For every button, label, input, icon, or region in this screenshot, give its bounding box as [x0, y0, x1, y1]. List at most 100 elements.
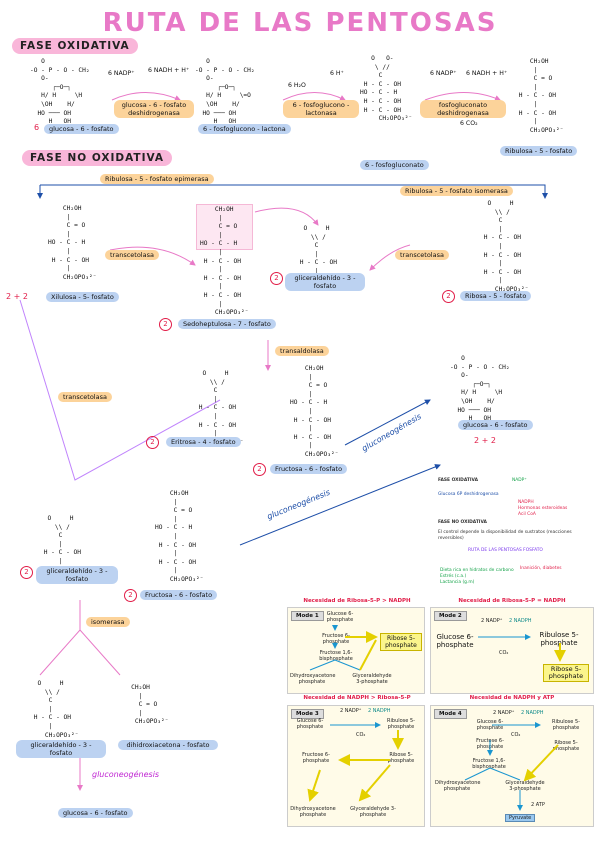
coef-circle-sedo: 2 [159, 318, 172, 331]
label-fructosa-2: Fructosa - 6 - fosfato [140, 590, 218, 600]
label-lactona: 6 - fosfoglucono - lactona [198, 124, 291, 134]
enzyme-transcetolasa-1: transcetolasa [105, 250, 159, 260]
legend-lactancia: Lactancia (g.m) [440, 580, 475, 585]
coef-circle-eritrosa: 2 [146, 436, 159, 449]
panel-title-3: Necesidad de NADPH > Ribosa-5-P [303, 695, 411, 701]
cofactor-h: 6 H⁺ [330, 70, 344, 77]
coef-2plus2-b: 2 + 2 [474, 436, 496, 445]
panel-title-2: Necesidad de Ribosa-5-P = NADPH [458, 598, 566, 604]
structure-dhap: CH₂OH | C = O | CH₂OPO₃²⁻ [131, 684, 169, 726]
m1-ribose: Ribose 5-phosphate [380, 633, 422, 651]
m3-ribose: Ribose 5-phosphate [387, 752, 415, 764]
structure-g6p-2: O -O - P - O - CH₂ O- ┌─O─┐ H/ H \H \OH … [450, 355, 510, 423]
label-gluconato: 6 - fosfogluconato [360, 160, 429, 170]
coef-circle-fructosa-2: 2 [124, 589, 137, 602]
phase-nonoxidative: FASE NO OXIDATIVA [22, 150, 173, 166]
mode-2-tag: Mode 2 [434, 611, 467, 621]
coef-circle-fructosa: 2 [253, 463, 266, 476]
label-gald-2: gliceraldehído - 3 - fosfato [36, 566, 118, 584]
m1-gap: Glyceraldehyde 3-phosphate [352, 673, 392, 685]
structure-fructosa: CH₂OH | C = O | HO - C - H | H - C - OH … [290, 365, 339, 458]
label-gald-3: gliceraldehído - 3 - fosfato [16, 740, 106, 758]
coef-2plus2: 2 + 2 [6, 292, 28, 301]
structure-eritrosa: O H \\ / C | H - C - OH | H - C - OH | C… [198, 370, 244, 446]
m3-co2: CO₂ [356, 732, 366, 738]
panel-mode-2: Mode 2 Glucose 6-phosphate 2 NADP⁺ 2 NAD… [430, 607, 594, 694]
m4-pyruvate: Pyruvate [505, 814, 536, 822]
mode-4-tag: Mode 4 [434, 709, 467, 719]
m3-glucose: Glucose 6-phosphate [296, 718, 324, 730]
m4-dhap: Dihydroxyacetone phosphate [435, 780, 481, 792]
m4-glucose: Glucose 6-phosphate [476, 719, 504, 731]
m2-glucose: Glucose 6-phosphate [436, 633, 474, 649]
label-gald: gliceraldehído - 3 - fosfato [285, 273, 365, 291]
m4-nadph: 2 NADPH [521, 710, 544, 716]
cofactor-co2: 6 CO₂ [460, 120, 478, 127]
legend-hormonas: Hormonas esteroideas [518, 506, 568, 511]
legend-nadp: NADP⁺ [512, 478, 527, 483]
label-g6p-2: glucosa - 6 - fosfato [458, 420, 533, 430]
cofactor-nadph-1: 6 NADH + H⁺ [148, 67, 190, 74]
m3-dhap: Dihydroxyacetone phosphate [290, 806, 336, 818]
cofactor-nadp-1: 6 NADP⁺ [108, 70, 135, 77]
label-g6p-3: glucosa - 6 - fosfato [58, 808, 133, 818]
enzyme-lactonasa: 6 - fosfoglucono - lactonasa [283, 100, 359, 118]
enzyme-transcetolasa-2: transcetolasa [395, 250, 449, 260]
m3-nadph: 2 NADPH [368, 708, 391, 714]
enzyme-isomerasa-2: isomerasa [86, 617, 130, 627]
m4-co2: CO₂ [511, 732, 521, 738]
structure-ribulosa: CH₂OH | C = O | H - C - OH | H - C - OH … [518, 58, 564, 134]
label-ribosa: Ribosa - 5 - fosfato [460, 291, 532, 301]
panel-mode-4: Mode 4 2 NADP⁺ 2 NADPH Glucose 6-phospha… [430, 705, 594, 827]
page-title: RUTA DE LAS PENTOSAS [102, 8, 498, 38]
m4-fbp: Fructose 1,6-bisphosphate [472, 758, 506, 770]
m4-nadp: 2 NADP⁺ [493, 710, 515, 716]
m3-nadp: 2 NADP⁺ [340, 708, 362, 714]
m3-gap: Glyceraldehyde 3-phosphate [350, 806, 396, 818]
structure-lactona: O -O - P - O - CH₂ O- ┌─O─┐ H/ H \=O \OH… [195, 58, 255, 126]
legend-dieta: Dieta rica en hidratos de carbono [440, 568, 514, 573]
structure-ribosa: O H \\ / C | H - C - OH | H - C - OH | H… [483, 200, 529, 293]
panel-title-4: Necesidad de NADPH y ATP [469, 695, 555, 701]
m2-nadp: 2 NADP⁺ [481, 618, 503, 624]
legend-inanicion: Inanición, diabetes [520, 566, 562, 571]
label-sedo: Sedoheptulosa - 7 - fosfato [178, 319, 276, 329]
m2-ribulose: Ribulose 5-phosphate [539, 631, 579, 647]
cofactor-nadph-2: 6 NADH + H⁺ [466, 70, 508, 77]
legend-estres: Estrés (c.a.) [440, 574, 467, 579]
structure-gald-3: O H \\ / C | H - C - OH | CH₂OPO₃²⁻ [33, 680, 79, 739]
m2-ribose: Ribose 5-phosphate [543, 664, 589, 682]
panel-title-1: Necesidad de Ribosa-5-P > NADPH [303, 598, 411, 604]
legend-ruta: RUTA DE LAS PENTOSAS FOSFATO [468, 548, 543, 553]
label-eritrosa: Eritrosa - 4 - fosfato [166, 437, 241, 447]
panel-mode-3: Mode 3 2 NADP⁺ 2 NADPH Glucose 6-phospha… [287, 705, 425, 827]
m3-fructose: Fructose 6-phosphate [302, 752, 330, 764]
m4-atp: 2 ATP [531, 802, 545, 808]
enzyme-g6pdh: glucosa - 6 - fosfato deshidrogenasa [114, 100, 194, 118]
mode-1-tag: Mode 1 [291, 611, 324, 621]
m1-dhap: Dihydroxyacetone phosphate [290, 673, 336, 685]
m4-ribulose: Ribulose 5-phosphate [552, 719, 580, 731]
enzyme-pgdh: fosfogluconato deshidrogenasa [420, 100, 506, 118]
coef-circle-gald: 2 [270, 272, 283, 285]
coef-circle-gald-2: 2 [20, 566, 33, 579]
panel-mode-1: Mode 1 Glucose 6-phosphate Fructose 6-ph… [287, 607, 425, 694]
m2-nadph: 2 NADPH [509, 618, 532, 624]
cofactor-h2o: 6 H₂O [288, 82, 306, 89]
label-glucosa-6-fosfato: glucosa - 6 - fosfato [44, 124, 119, 134]
structure-xilulosa: CH₂OH | C = O | HO - C - H | H - C - OH … [48, 205, 97, 281]
legend-control: El control depende la disponibilidad de … [438, 530, 572, 541]
m4-ribose: Ribose 5-phosphate [552, 740, 580, 752]
m1-glucose: Glucose 6-phosphate [326, 611, 354, 623]
structure-gluconato: O O- \ // C H - C - OH HO - C - H H - C … [360, 55, 413, 123]
enzyme-transcetolasa-3: transcetolasa [58, 392, 112, 402]
legend-fase-noox: FASE NO OXIDATIVA [438, 520, 487, 525]
phase-oxidative: FASE OXIDATIVA [12, 38, 138, 54]
highlight-box [196, 204, 253, 250]
legend-nadph: NADPH [518, 500, 534, 505]
m2-co2: CO₂ [499, 650, 509, 656]
coef-6: 6 [34, 123, 40, 132]
enzyme-transaldolasa: transaldolasa [275, 346, 329, 356]
mode-3-tag: Mode 3 [291, 709, 324, 719]
